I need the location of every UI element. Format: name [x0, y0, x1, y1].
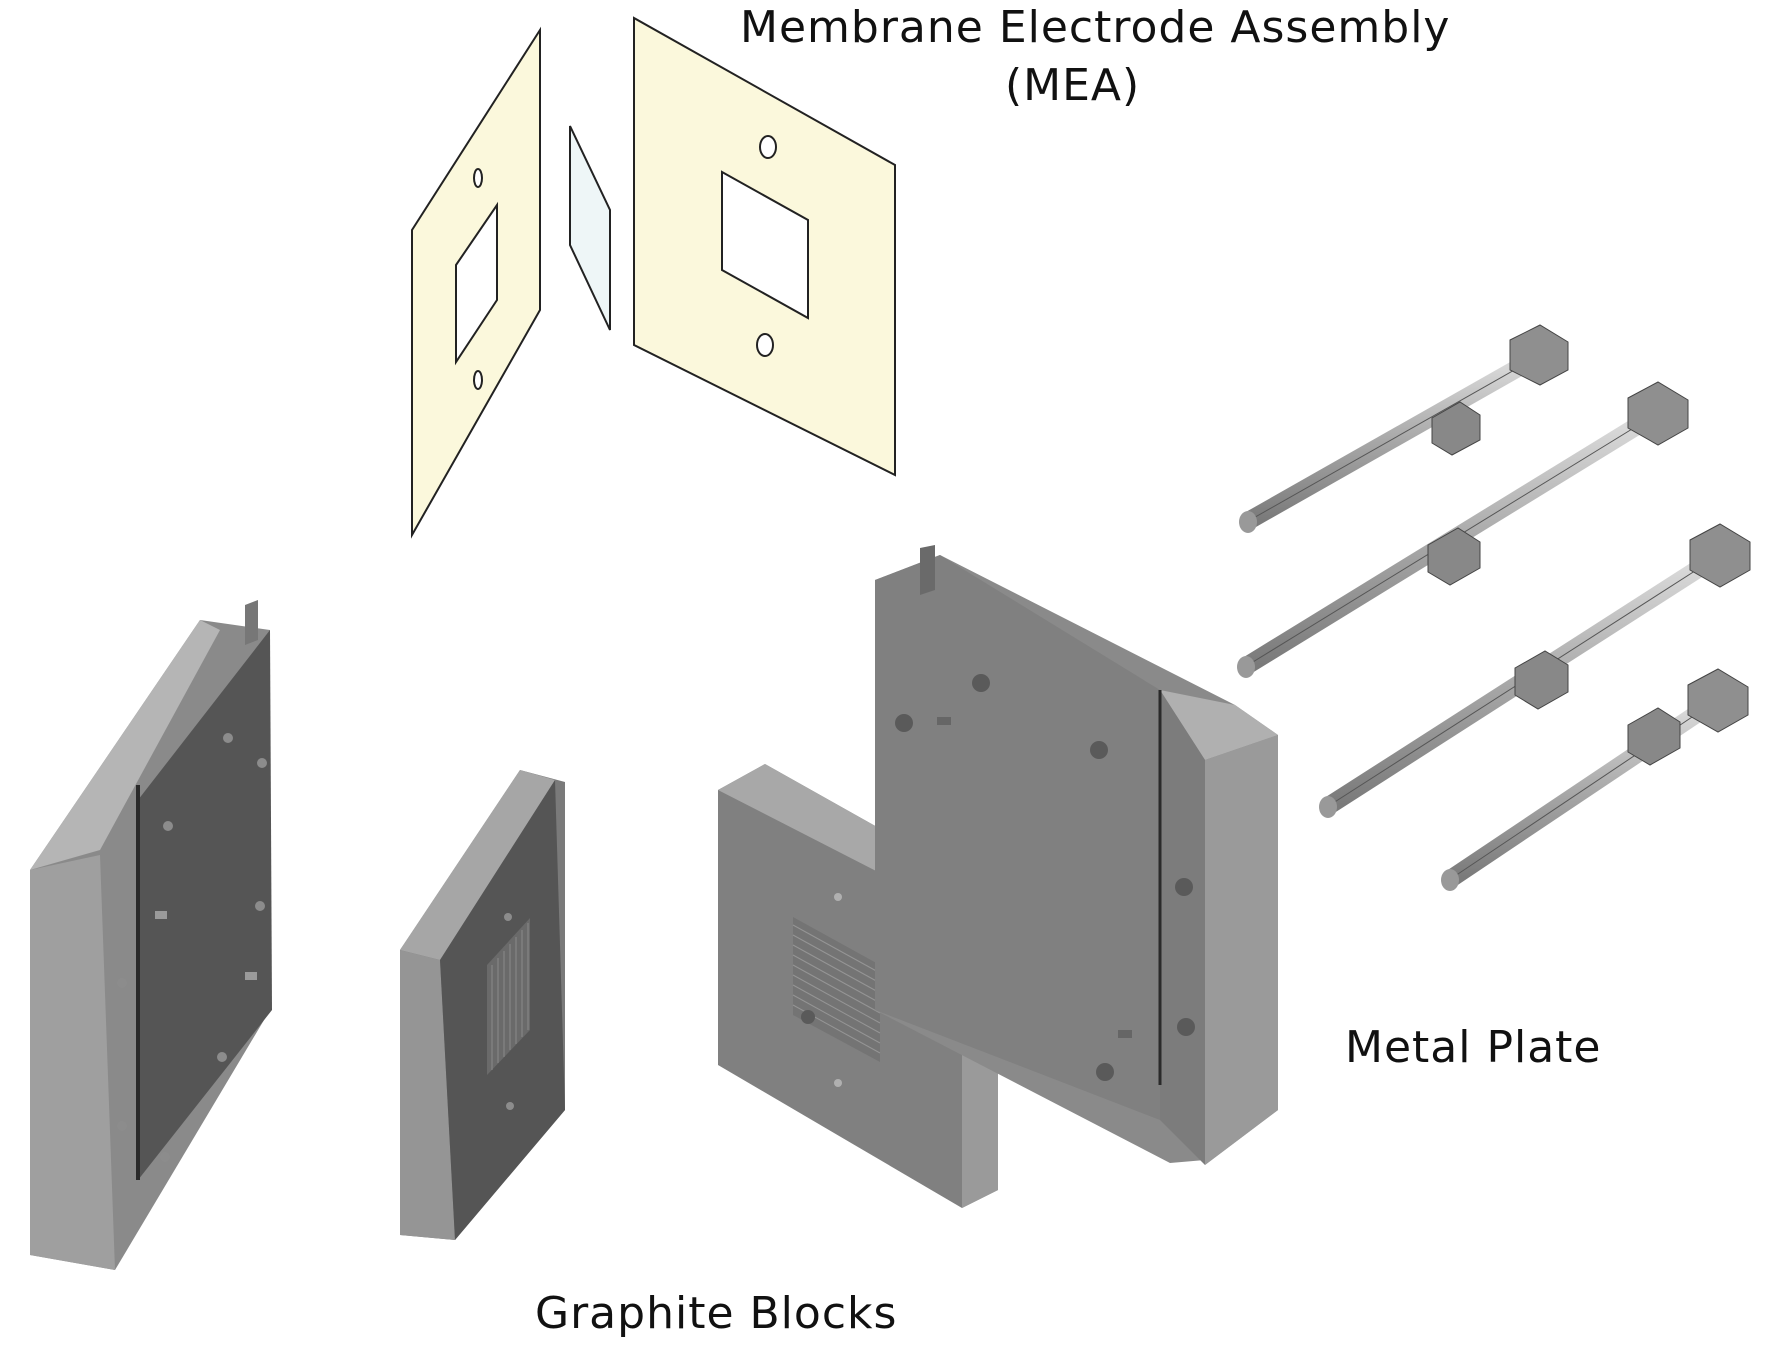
- mea-left-gasket: [411, 26, 541, 539]
- metal-plate-label: Metal Plate: [1345, 1022, 1602, 1073]
- bolt-3: [1319, 523, 1751, 818]
- left-metal-plate: [30, 600, 272, 1270]
- right-metal-plate: [875, 545, 1278, 1165]
- bolt-2: [1237, 381, 1689, 678]
- mea-right-gasket: [633, 16, 896, 477]
- mea-label: Membrane Electrode Assembly: [740, 2, 1451, 53]
- bolt-1: [1239, 324, 1569, 533]
- bolt-4: [1441, 668, 1749, 891]
- mea-abbreviation-label: (MEA): [1005, 60, 1141, 111]
- graphite-blocks-label: Graphite Blocks: [535, 1288, 898, 1339]
- mea-membrane: [569, 125, 611, 331]
- left-graphite-block: [400, 770, 565, 1240]
